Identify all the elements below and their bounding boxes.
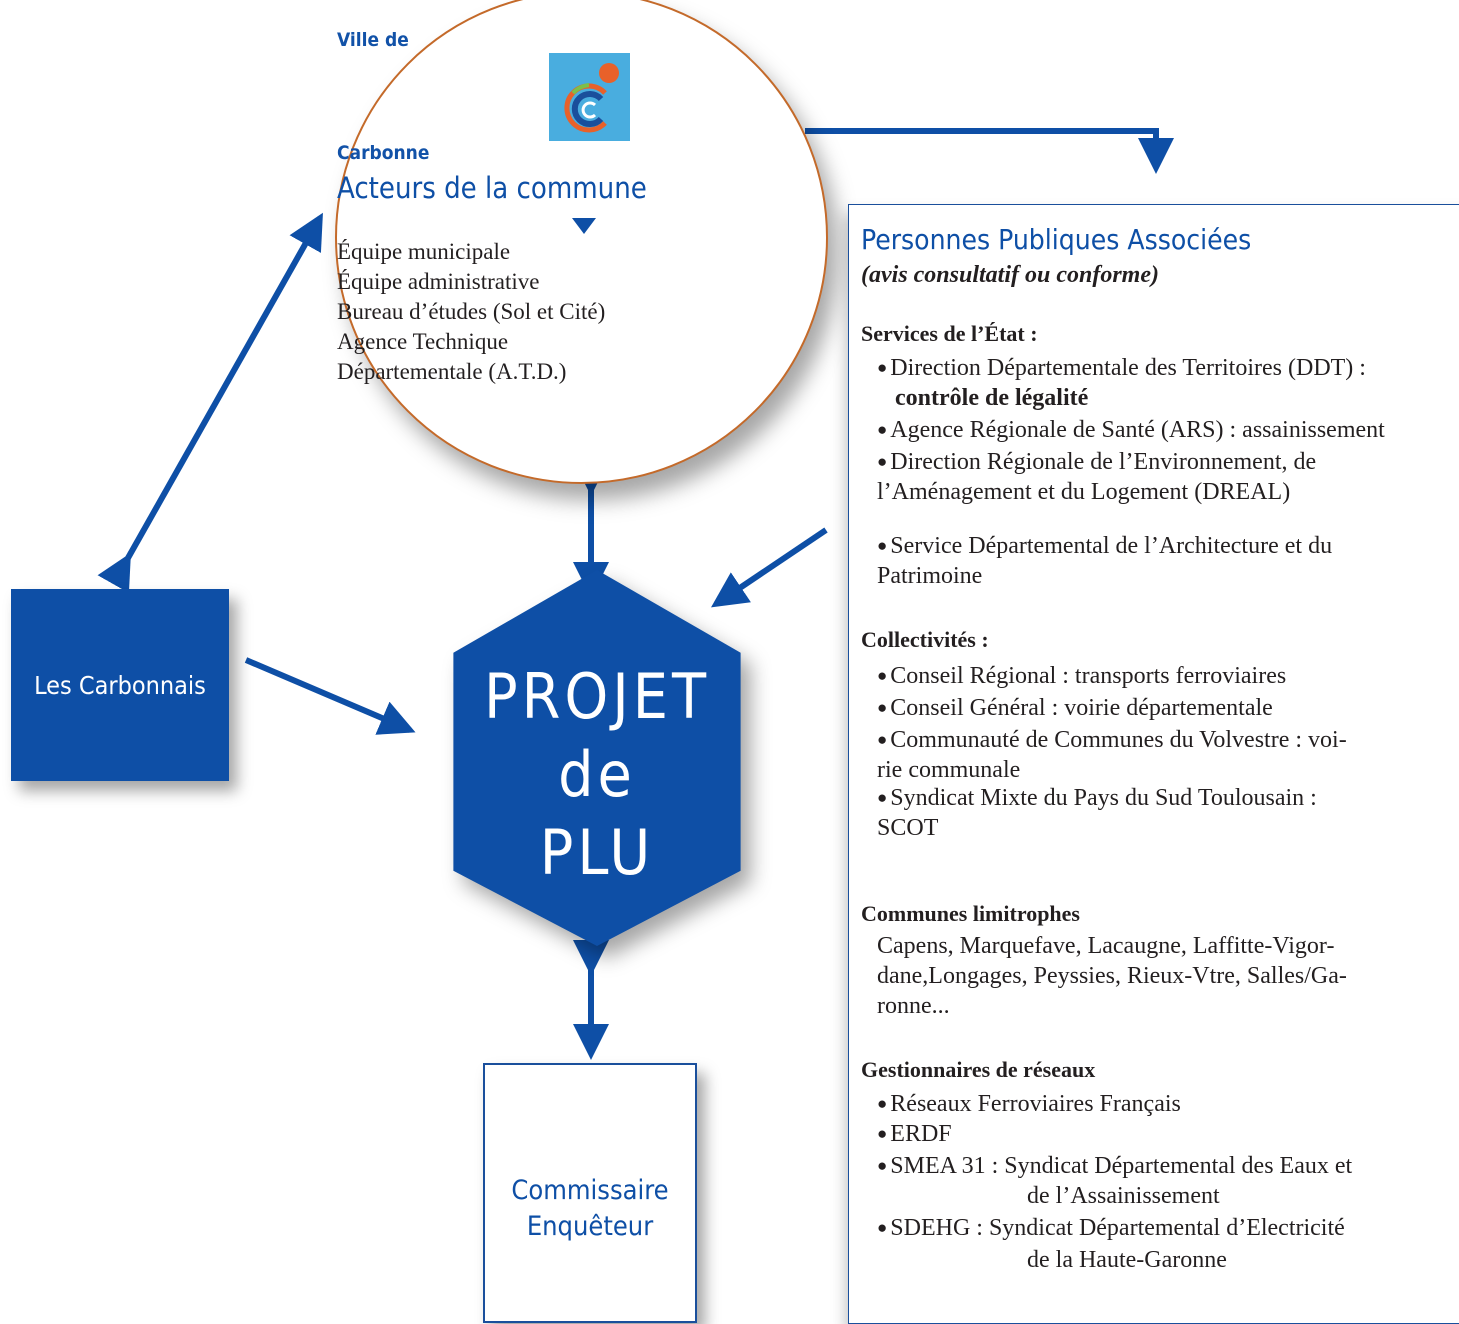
ppa-panel: Personnes Publiques Associées (avis cons…: [848, 204, 1459, 1324]
list-item: ●Agence Régionale de Santé (ARS) : assai…: [877, 417, 1385, 443]
list-item: ●Direction Régionale de l’Environnement,…: [877, 449, 1317, 475]
paragraph-line: ronne...: [877, 993, 950, 1019]
section-heading: Communes limitrophes: [861, 901, 1080, 926]
list-item: ●Réseaux Ferroviaires Français: [877, 1091, 1181, 1117]
down-triangle-icon: [572, 218, 596, 234]
list-item-continued: SCOT: [877, 815, 939, 841]
list-item-continued: rie communale: [877, 757, 1021, 783]
commissaire-box: Commissaire Enquêteur: [483, 1063, 697, 1323]
list-item-continued: Patrimoine: [877, 563, 983, 589]
projet-label: PROJET de PLU: [430, 658, 764, 892]
list-item: ●Communauté de Communes du Volvestre : v…: [877, 727, 1347, 753]
projet-line: PLU: [539, 816, 655, 889]
panel-subtitle: (avis consultatif ou conforme): [861, 262, 1159, 288]
section-heading: Gestionnaires de réseaux: [861, 1057, 1096, 1082]
list-item-continued: l’Aménagement et du Logement (DREAL): [877, 479, 1291, 505]
commissaire-line: Commissaire: [511, 1175, 669, 1206]
list-item: ●SMEA 31 : Syndicat Départemental des Ea…: [877, 1153, 1353, 1179]
carbonnais-box: Les Carbonnais: [11, 589, 229, 781]
acteur-item: Départementale (A.T.D.): [337, 359, 567, 384]
acteurs-circle: Ville de Carbonne Acteurs de la commune …: [335, 0, 828, 484]
panel-title: Personnes Publiques Associées: [861, 223, 1252, 256]
commissaire-label: Commissaire Enquêteur: [485, 1173, 695, 1245]
projet-hexagon: PROJET de PLU: [430, 570, 764, 946]
arrow-circle-panel: [805, 128, 1174, 174]
paragraph-line: Capens, Marquefave, Lacaugne, Laffitte-V…: [877, 933, 1335, 959]
list-item-continued: contrôle de légalité: [895, 385, 1089, 411]
list-item: ●Conseil Général : voirie départementale: [877, 695, 1273, 721]
arrow-carbonnais-projet: [244, 657, 416, 735]
logo-bottom-text: Carbonne: [337, 142, 430, 164]
commissaire-line: Enquêteur: [526, 1211, 654, 1242]
list-item: ●Service Départemental de l’Architecture…: [877, 533, 1333, 559]
arrow-panel-projet: [711, 527, 828, 608]
arrow-circle-carbonnais: [97, 212, 323, 593]
acteur-item: Bureau d’études (Sol et Cité): [337, 299, 606, 324]
list-item-continued: de la Haute-Garonne: [1027, 1247, 1227, 1273]
projet-line: PROJET: [483, 660, 710, 733]
projet-line: de: [558, 738, 636, 811]
paragraph-line: dane,Longages, Peyssies, Rieux-Vtre, Sal…: [877, 963, 1347, 989]
logo-top-text: Ville de: [337, 29, 409, 51]
carbonne-logo: [549, 53, 630, 141]
section-heading: Collectivités :: [861, 627, 989, 652]
carbonnais-label: Les Carbonnais: [34, 670, 206, 700]
circle-title: Acteurs de la commune: [337, 171, 647, 205]
list-item: ●Conseil Régional : transports ferroviai…: [877, 663, 1287, 689]
list-item: ●SDEHG : Syndicat Départemental d’Electr…: [877, 1215, 1345, 1241]
section-heading: Services de l’État :: [861, 321, 1038, 346]
acteur-item: Agence Technique: [337, 329, 509, 354]
acteur-item: Équipe administrative: [337, 269, 540, 294]
acteur-item: Équipe municipale: [337, 239, 511, 264]
acteurs-list: Équipe municipale Équipe administrative …: [337, 237, 826, 387]
list-item: ●Direction Départementale des Territoire…: [877, 355, 1366, 381]
list-item: ●Syndicat Mixte du Pays du Sud Toulousai…: [877, 785, 1317, 811]
list-item-continued: de l’Assainissement: [1027, 1183, 1220, 1209]
list-item: ●ERDF: [877, 1121, 952, 1147]
